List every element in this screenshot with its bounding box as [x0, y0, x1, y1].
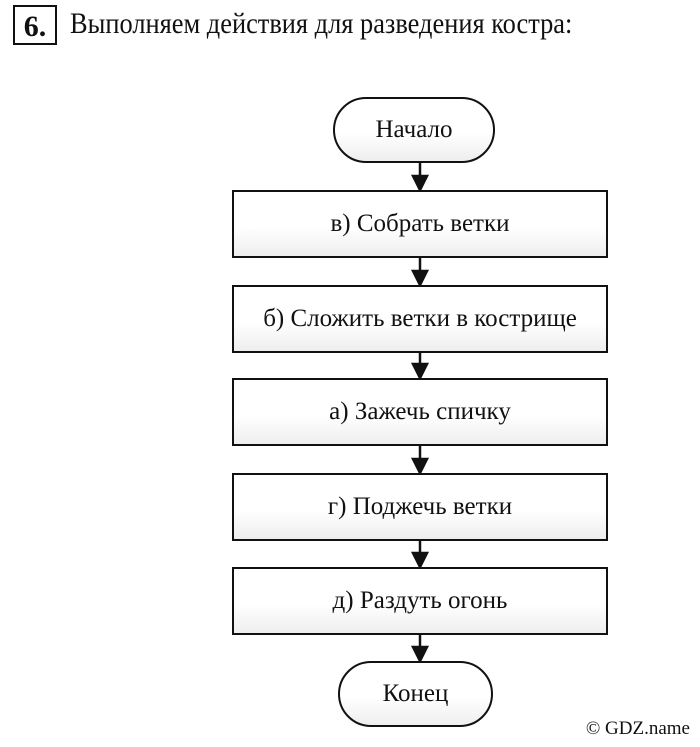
arrowhead — [410, 551, 430, 570]
step-stack-branches: б) Сложить ветки в кострище — [232, 285, 608, 353]
arrowhead — [410, 174, 430, 193]
end-terminal: Конец — [338, 661, 493, 727]
task-title: Выполняем действия для разведения костра… — [70, 7, 573, 40]
step-fan-fire: д) Раздуть огонь — [232, 567, 608, 635]
arrowhead — [410, 362, 430, 381]
arrowhead — [410, 645, 430, 664]
watermark: © GDZ.name — [585, 718, 690, 739]
step-collect-branches: в) Собрать ветки — [232, 190, 608, 258]
step-ignite-branches: г) Поджечь ветки — [232, 473, 608, 541]
step-light-match: а) Зажечь спичку — [232, 378, 608, 446]
task-number: 6. — [13, 5, 57, 45]
start-terminal: Начало — [333, 97, 495, 163]
arrowhead — [410, 457, 430, 476]
arrowhead — [410, 269, 430, 288]
